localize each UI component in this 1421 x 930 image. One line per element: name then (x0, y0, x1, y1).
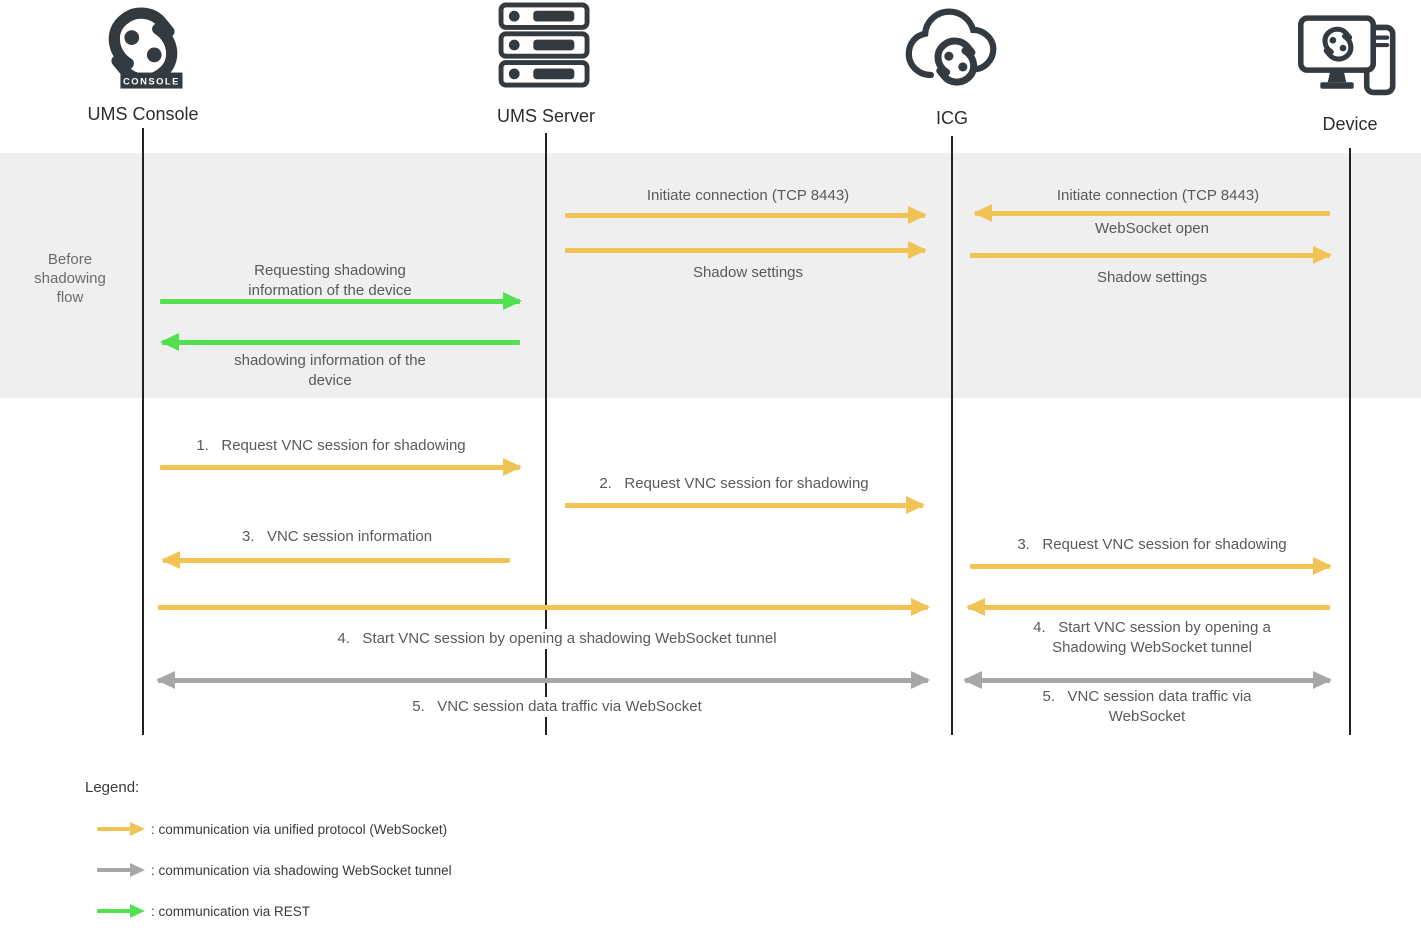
actor-label-ums-console: UMS Console (87, 104, 199, 124)
actor-device: Device (1270, 2, 1421, 135)
lifeline-ums-console (142, 128, 144, 735)
label-3-vnc-session-information: 3. VNC session information (237, 527, 437, 547)
console-banner-text: CONSOLE (123, 75, 180, 86)
legend-item-label: : communication via unified protocol (We… (151, 821, 448, 837)
label-shadow-settings-server-icg: Shadow settings (692, 264, 804, 281)
legend-item-label: : communication via REST (151, 903, 311, 919)
label-5-vnc-data-console-icg: 5. VNC session data traffic via WebSocke… (408, 697, 706, 717)
legend-item-label: : communication via shadowing WebSocket … (151, 862, 452, 878)
label-1-request-vnc-session: 1. Request VNC session for shadowing (192, 436, 470, 456)
actor-ums-console: CONSOLE UMS Console (63, 2, 223, 125)
lifeline-ums-server (545, 133, 547, 735)
legend: Legend: : communication via unified prot… (85, 779, 452, 919)
lifeline-device (1349, 148, 1351, 735)
igel-console-icon: CONSOLE (96, 2, 183, 89)
device-monitor-icon (1298, 15, 1396, 96)
legend-items: : communication via unified protocol (We… (85, 821, 452, 919)
before-shadowing-band (0, 153, 1421, 398)
legend-item: : communication via REST (85, 903, 452, 919)
legend-item: : communication via shadowing WebSocket … (85, 862, 452, 878)
actor-ums-server: UMS Server (466, 2, 626, 127)
label-shadow-settings-icg-device: Shadow settings (1096, 269, 1208, 286)
server-rack-icon (498, 2, 590, 88)
legend-title: Legend: (85, 779, 140, 796)
legend-item: : communication via unified protocol (We… (85, 821, 452, 837)
label-4-start-vnc-console-icg: 4. Start VNC session by opening a shadow… (333, 629, 781, 649)
label-2-request-vnc-session: 2. Request VNC session for shadowing (595, 474, 873, 494)
lifeline-icg (951, 136, 953, 735)
actor-label-icg: ICG (935, 108, 968, 128)
label-websocket-open: WebSocket open (1095, 220, 1209, 237)
label-initiate-connection-server-icg: Initiate connection (TCP 8443) (646, 187, 850, 204)
label-3-request-vnc-session-icg-device: 3. Request VNC session for shadowing (1013, 535, 1291, 555)
actor-label-ums-server: UMS Server (496, 106, 595, 126)
actor-icg: ICG (872, 2, 1032, 129)
label-initiate-connection-device-icg: Initiate connection (TCP 8443) (1056, 187, 1260, 204)
actor-label-device: Device (1322, 114, 1378, 134)
cloud-igel-icon (905, 8, 997, 100)
